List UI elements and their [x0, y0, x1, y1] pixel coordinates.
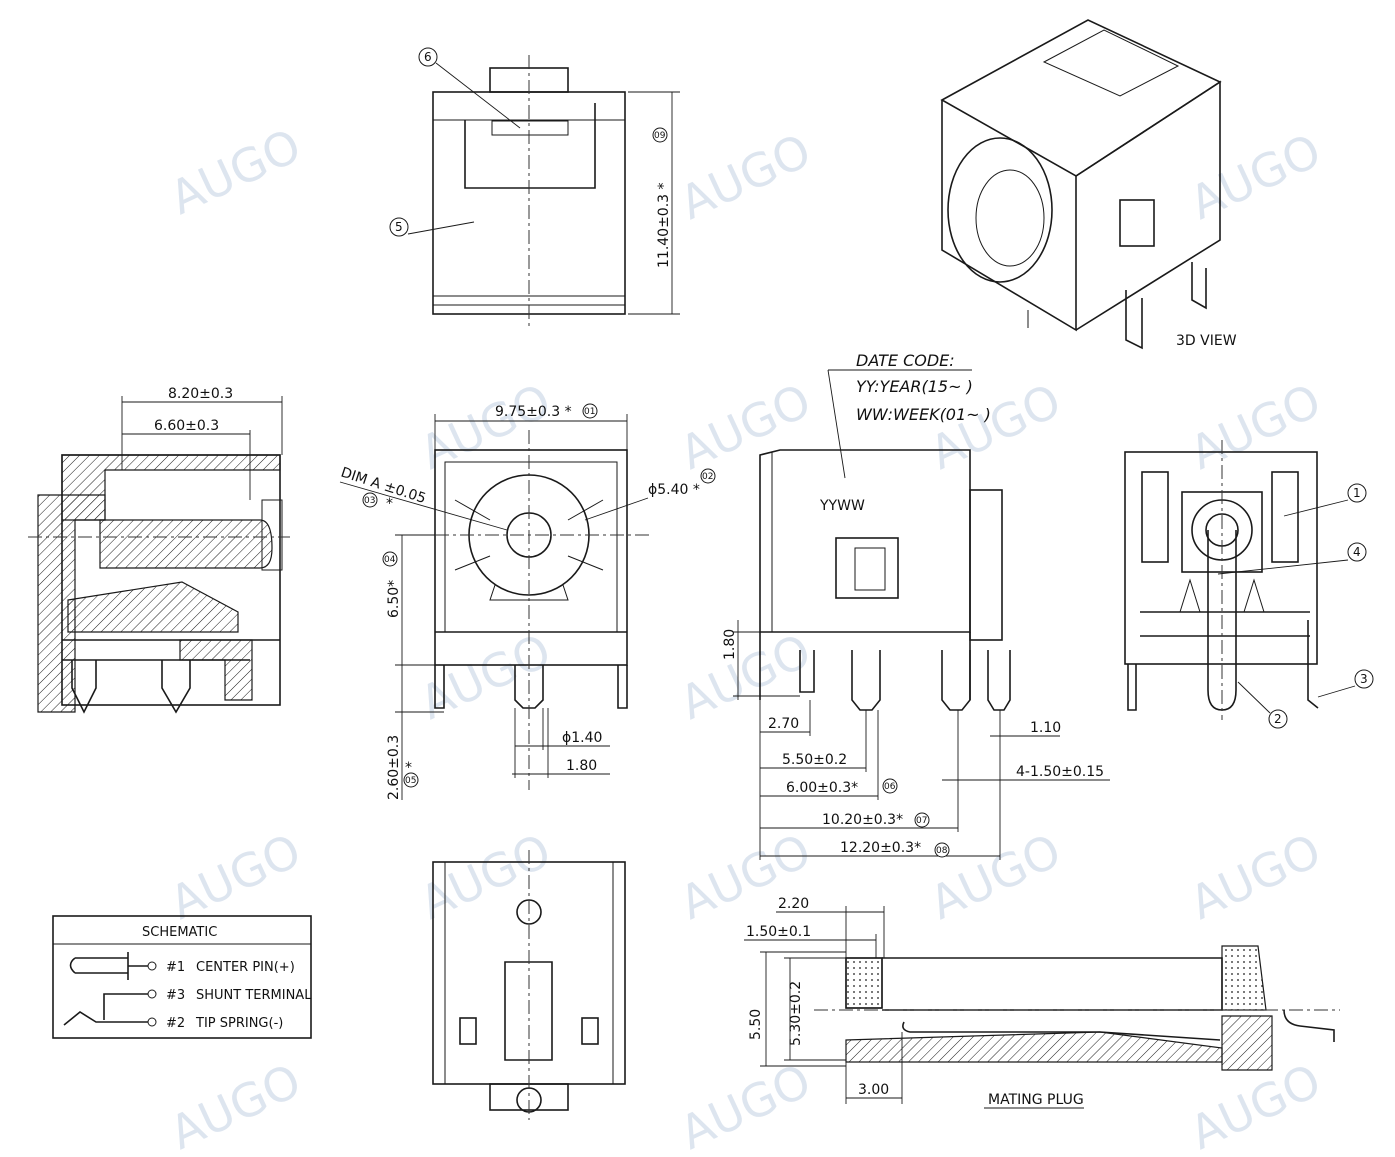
watermark: AUGO — [162, 1053, 309, 1157]
watermark: AUGO — [672, 823, 819, 930]
watermark: AUGO — [1182, 373, 1329, 480]
callout-1: 1 — [1353, 486, 1361, 500]
watermark: AUGO — [672, 1053, 819, 1157]
dim-9-75: 9.75±0.3 * — [495, 404, 572, 420]
dim-5-40: ϕ5.40 * — [648, 482, 700, 498]
dim-tag-08: 08 — [936, 846, 948, 856]
watermark: AUGO — [162, 118, 309, 225]
dim-12-20: 12.20±0.3* — [840, 840, 921, 856]
callout-4: 4 — [1353, 545, 1361, 559]
callout-6: 6 — [424, 50, 432, 64]
date-code-view: DATE CODE: YY:YEAR(15~ ) WW:WEEK(01~ ) Y… — [722, 351, 1110, 860]
dim-1-40: ϕ1.40 — [562, 730, 602, 746]
dim-tag-04: 04 — [384, 555, 396, 565]
dim-5-30: 5.30±0.2 — [788, 981, 804, 1046]
dim-tag-01: 01 — [584, 407, 595, 417]
pin-2-num: #2 — [166, 1016, 185, 1031]
dim-4x1-50: 4-1.50±0.15 — [1016, 764, 1104, 780]
dim-1-10: 1.10 — [1030, 720, 1061, 736]
date-code-year: YY:YEAR(15~ ) — [856, 377, 973, 396]
date-code-week: WW:WEEK(01~ ) — [856, 405, 991, 424]
callout-3: 3 — [1360, 672, 1368, 686]
watermark: AUGO — [922, 823, 1069, 930]
callout-2: 2 — [1274, 712, 1282, 726]
rear-view: 1 4 3 2 — [1124, 440, 1374, 729]
watermark-group: AUGO AUGO AUGO AUGO AUGO AUGO AUGO AUGO … — [162, 118, 1329, 1157]
dim-6-60: 6.60±0.3 — [154, 418, 219, 434]
star-03: * — [386, 496, 393, 512]
watermark: AUGO — [672, 123, 819, 230]
dim-5-50: 5.50±0.2 — [782, 752, 847, 768]
date-code-title: DATE CODE: — [856, 351, 955, 370]
dim-5-50-plug: 5.50 — [748, 1009, 764, 1040]
front-view: 9.75±0.3 * 01 DIM A ±0.05 03 * ϕ5.40 * 0… — [339, 403, 716, 800]
schematic: SCHEMATIC #1 CENTER PIN(+) #3 SHUNT TERM… — [52, 915, 312, 1039]
watermark: AUGO — [412, 623, 559, 730]
watermark: AUGO — [412, 823, 559, 930]
dim-6-50: 6.50* — [386, 580, 402, 618]
watermark: AUGO — [412, 373, 559, 480]
dim-10-20: 10.20±0.3* — [822, 812, 903, 828]
dim-6-00: 6.00±0.3* — [786, 780, 858, 796]
top-view: 11.40±0.3 * 09 6 5 — [389, 47, 680, 330]
dim-1-50: 1.50±0.1 — [746, 924, 811, 940]
pin-1-label: CENTER PIN(+) — [196, 960, 295, 975]
watermark: AUGO — [672, 373, 819, 480]
three-d-label: 3D VIEW — [1176, 333, 1237, 349]
dim-8-20: 8.20±0.3 — [168, 386, 233, 402]
dim-tag-02: 02 — [702, 472, 713, 482]
dim-tag-09: 09 — [654, 131, 666, 141]
dim-2-20: 2.20 — [778, 896, 809, 912]
mating-plug-view: 2.20 1.50±0.1 5.50 5.30±0.2 3.00 MATING … — [744, 896, 1340, 1109]
bottom-view — [432, 850, 626, 1120]
dim-1-80-bottom: 1.80 — [566, 758, 597, 774]
dim-1-80-side: 1.80 — [722, 629, 738, 660]
dim-tag-07: 07 — [916, 816, 927, 826]
mating-plug-label: MATING PLUG — [988, 1092, 1084, 1108]
dim-2-60: 2.60±0.3 — [386, 735, 402, 800]
callout-5: 5 — [395, 220, 403, 234]
schematic-title: SCHEMATIC — [142, 925, 217, 940]
dim-3-00: 3.00 — [858, 1082, 889, 1098]
dim-tag-05: 05 — [405, 776, 416, 786]
three-d-view: 3D VIEW — [940, 19, 1237, 350]
side-section-view: 8.20±0.3 6.60±0.3 — [28, 386, 290, 714]
pin-1-num: #1 — [166, 960, 185, 975]
dim-tag-06: 06 — [884, 782, 896, 792]
watermark: AUGO — [1182, 123, 1329, 230]
pin-3-num: #3 — [166, 988, 185, 1003]
watermark: AUGO — [1182, 823, 1329, 930]
yyww-marking: YYWW — [819, 498, 865, 514]
dim-11-40: 11.40±0.3 * — [656, 182, 672, 268]
pin-2-label: TIP SPRING(-) — [195, 1016, 283, 1031]
watermark: AUGO — [672, 623, 819, 730]
dim-tag-03: 03 — [364, 496, 375, 506]
star-05: * — [405, 760, 412, 776]
watermark: AUGO — [162, 823, 309, 930]
pin-3-label: SHUNT TERMINAL — [196, 988, 312, 1003]
dim-2-70: 2.70 — [768, 716, 799, 732]
